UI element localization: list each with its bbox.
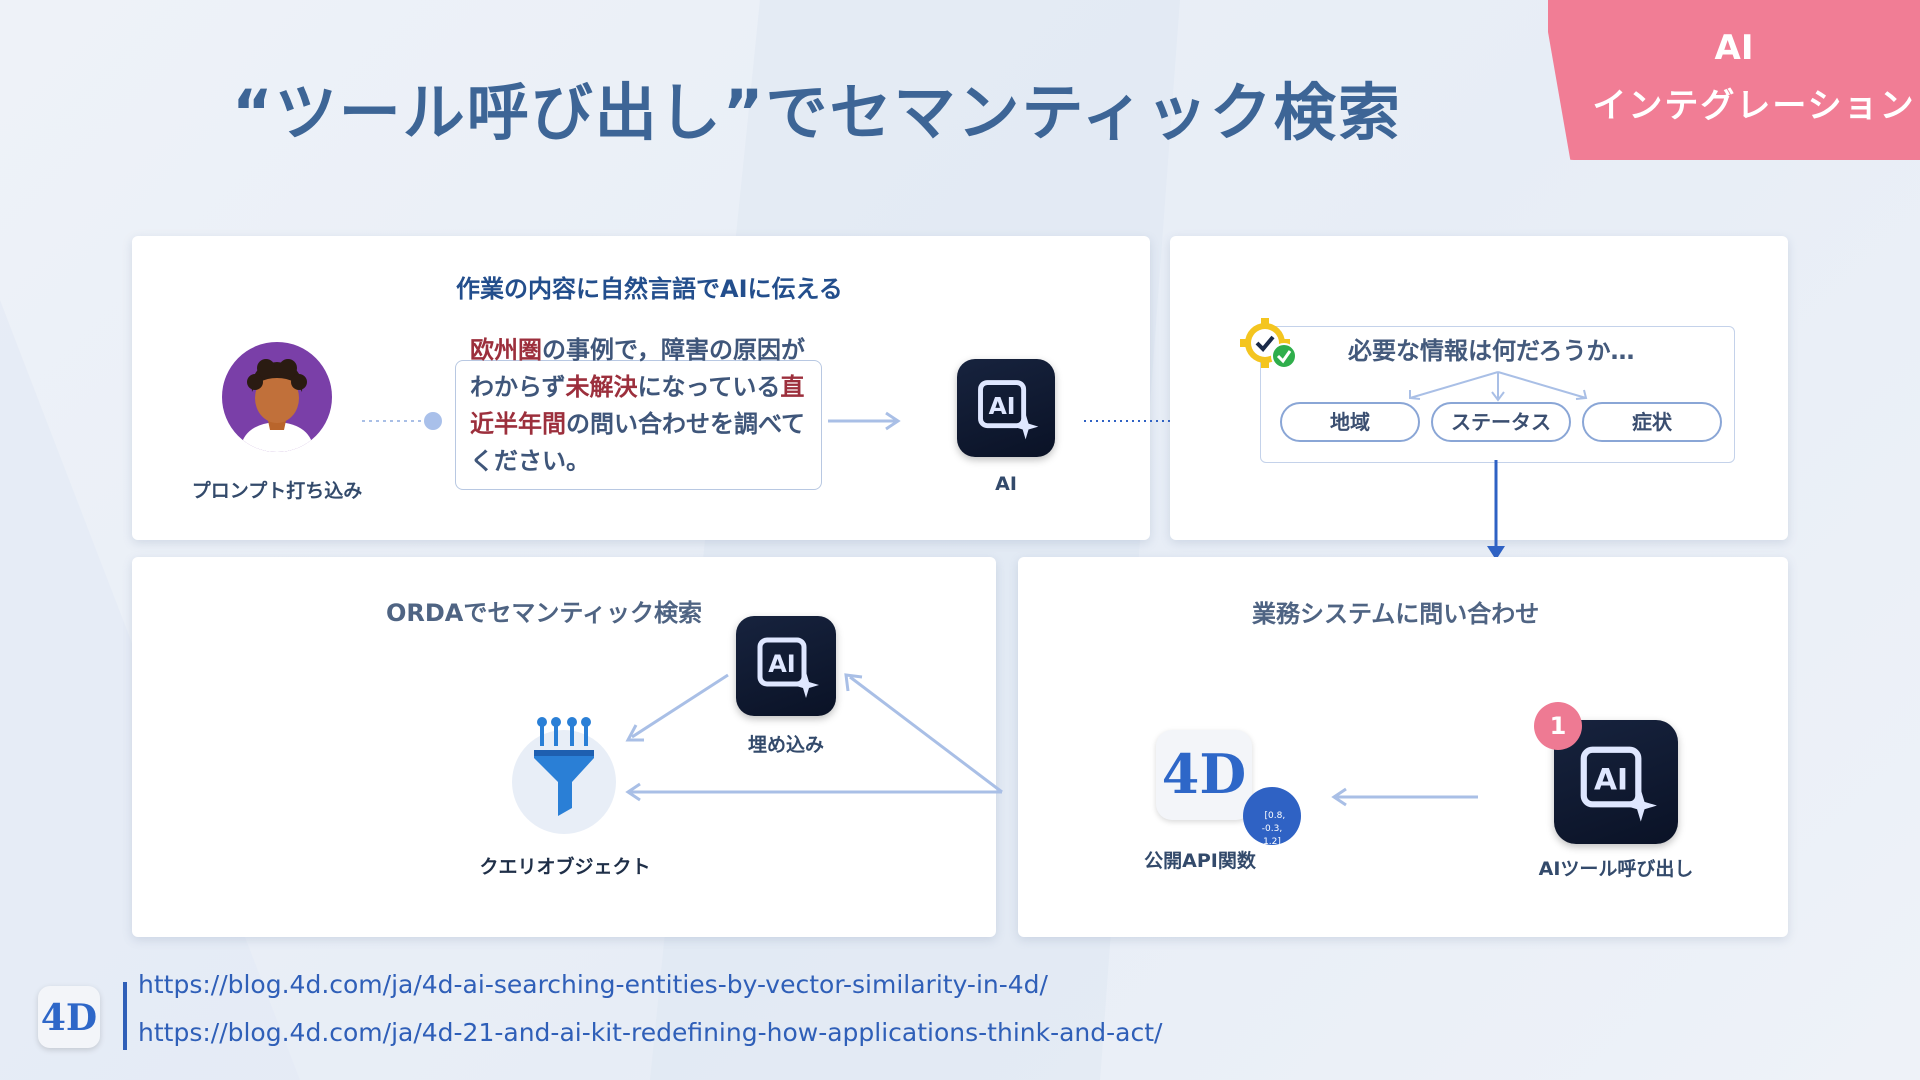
prompt-part: の問い合わせを調べてください。 — [470, 410, 806, 475]
4d-logo-icon: 4D — [1162, 742, 1246, 806]
ai-sparkle-icon: AI — [978, 380, 1039, 440]
query-object-label: クエリオブジェクト — [479, 856, 651, 878]
vector-text: [0.8, -0.3, 1.2] — [1261, 811, 1286, 847]
ai-sparkle-icon: AI — [1580, 746, 1657, 822]
embed-label: 埋め込み — [747, 734, 824, 756]
ai-sparkle-icon: AI — [757, 637, 819, 698]
reference-link[interactable]: https://blog.4d.com/ja/4d-21-and-ai-kit-… — [138, 1018, 1163, 1047]
prompt-text: 欧州圏の事例で，障害の原因がわからず未解決になっている直近半年間の問い合わせを調… — [470, 332, 820, 480]
reference-link[interactable]: https://blog.4d.com/ja/4d-ai-searching-e… — [138, 970, 1048, 999]
orda-arrows — [625, 673, 1003, 802]
embed-ai-icon: AI — [736, 616, 836, 716]
4d-logo-text: 4D — [1162, 742, 1246, 806]
prompt-part: 未解決 — [565, 373, 638, 401]
category-tag-line1: AI — [1714, 28, 1754, 68]
prompt-box — [455, 360, 822, 490]
prompt-part: になっている — [637, 373, 781, 401]
arrow-down — [1487, 460, 1505, 560]
4d-logo-icon: 4D — [41, 997, 97, 1039]
svg-text:AI: AI — [1594, 762, 1628, 797]
category-tag-line2: インテグレーション — [1592, 86, 1916, 126]
api-4d-logo: 4D — [1156, 730, 1252, 820]
prompt-panel-title: 作業の内容に自然言語でAIに伝える — [456, 275, 843, 303]
tool-call-label: AIツール呼び出し — [1538, 858, 1694, 880]
branch-arrows — [1409, 371, 1588, 402]
step-badge: 1 — [1534, 702, 1582, 750]
svg-text:AI: AI — [768, 650, 796, 678]
public-api-label: 公開API関数 — [1144, 850, 1256, 872]
info-panel — [1170, 236, 1788, 540]
chip-region: 地域 — [1280, 402, 1420, 442]
dotted-connector-user — [362, 412, 442, 430]
check-gear-icon — [1240, 318, 1297, 369]
link-divider — [123, 982, 127, 1050]
arrow-prompt-to-ai — [828, 411, 901, 431]
category-tag: AI インテグレーション — [1548, 0, 1920, 160]
prompt-part: 欧州圏 — [470, 336, 542, 364]
info-question: 必要な情報は何だろうか… — [1348, 337, 1635, 365]
funnel-icon — [512, 717, 616, 834]
chip-status: ステータス — [1431, 402, 1571, 442]
orda-panel-title: ORDAでセマンティック検索 — [386, 599, 702, 627]
ai-icon: AI — [957, 359, 1055, 457]
footer-4d-logo: 4D — [38, 986, 100, 1048]
chip-symptom: 症状 — [1582, 402, 1722, 442]
user-avatar — [222, 342, 332, 452]
svg-text:AI: AI — [989, 392, 1016, 420]
page-title: “ツール呼び出し”でセマンティック検索 — [232, 76, 1402, 149]
prompt-part: の事例で，障害の原因がわからず — [470, 336, 806, 401]
vector-badge: [0.8, -0.3, 1.2] — [1243, 787, 1301, 847]
4d-logo-text: 4D — [41, 997, 97, 1039]
user-label: プロンプト打ち込み — [191, 480, 363, 502]
prompt-part: 直近半年間 — [470, 373, 805, 438]
arrow-tool-to-api — [1331, 787, 1478, 807]
ai-label: AI — [995, 473, 1017, 495]
business-panel-title: 業務システムに問い合わせ — [1252, 600, 1540, 628]
